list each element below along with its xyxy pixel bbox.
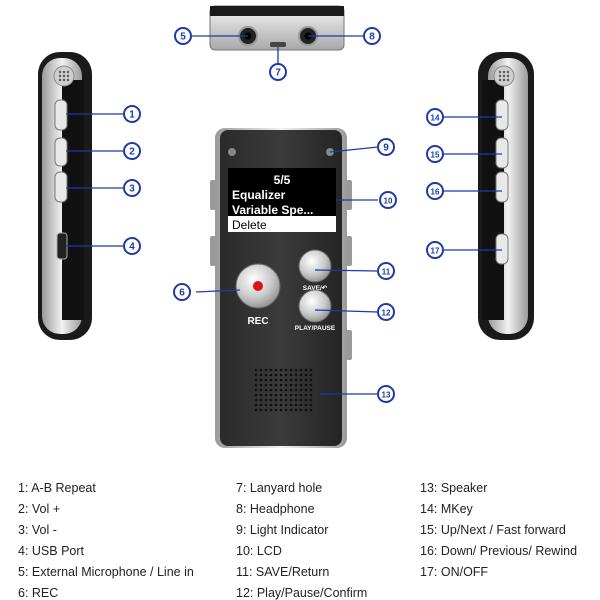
rec-label: REC: [247, 316, 268, 327]
callout-number: 1: [129, 110, 135, 121]
callout-number: 9: [383, 143, 389, 154]
callout-badge-1: 1: [123, 105, 141, 123]
callout-number: 7: [275, 68, 281, 79]
callout-badge-16: 16: [426, 182, 444, 200]
lanyard-hole: [270, 42, 286, 47]
callout-badge-15: 15: [426, 145, 444, 163]
speaker-grille: [254, 368, 313, 412]
callout-badge-8: 8: [363, 27, 381, 45]
callout-number: 13: [382, 391, 391, 400]
callout-badge-11: 11: [377, 262, 395, 280]
callout-number: 3: [129, 184, 135, 195]
legend: 1: A-B Repeat 2: Vol + 3: Vol - 4: USB P…: [0, 474, 600, 600]
mkey-button: [495, 99, 509, 131]
legend-item: 9: Light Indicator: [236, 523, 329, 537]
vol-down-button: [54, 171, 68, 203]
legend-item: 5: External Microphone / Line in: [18, 565, 194, 579]
down-previous-button: [495, 171, 509, 203]
legend-item: 7: Lanyard hole: [236, 481, 323, 495]
legend-item: 17: ON/OFF: [420, 565, 489, 579]
callout-number: 5: [180, 32, 186, 43]
legend-item: 11: SAVE/Return: [236, 565, 330, 579]
callout-badge-4: 4: [123, 237, 141, 255]
legend-item: 8: Headphone: [236, 502, 315, 516]
callout-badge-14: 14: [426, 108, 444, 126]
play-label: PLAY/PAUSE: [295, 325, 336, 332]
power-switch: [495, 233, 509, 265]
legend-item: 13: Speaker: [420, 481, 488, 495]
callout-number: 12: [382, 309, 391, 318]
callout-number: 14: [431, 114, 440, 123]
leader-lines: [66, 35, 502, 395]
lcd-line-4: Delete: [232, 218, 267, 232]
vol-up-button: [54, 137, 68, 167]
legend-item: 16: Down/ Previous/ Rewind: [420, 544, 578, 558]
callout-number: 2: [129, 147, 135, 158]
legend-item: 15: Up/Next / Fast forward: [420, 523, 566, 537]
top-view: [209, 5, 345, 51]
legend-item: 1: A-B Repeat: [18, 481, 96, 495]
rec-dot-icon: [253, 281, 263, 291]
callout-badge-3: 3: [123, 179, 141, 197]
lcd-highlight-row: [228, 216, 336, 232]
callout-number: 10: [384, 197, 393, 206]
up-next-button: [495, 137, 509, 169]
legend-item: 2: Vol +: [18, 502, 61, 516]
callout-badge-5: 5: [174, 27, 192, 45]
callout-badge-13: 13: [377, 385, 395, 403]
indicator-light-icon: [228, 148, 236, 156]
callout-badge-17: 17: [426, 241, 444, 259]
legend-item: 14: MKey: [420, 502, 473, 516]
ab-repeat-button: [54, 99, 68, 131]
usb-port: [56, 232, 68, 260]
legend-item: 3: Vol -: [18, 523, 57, 537]
legend-item: 6: REC: [18, 586, 59, 600]
legend-item: 4: USB Port: [18, 544, 84, 558]
save-return-button: [298, 249, 332, 283]
recorder-diagram: 5/5 Equalizer Variable Spe... Delete REC…: [38, 5, 534, 448]
callout-badge-6: 6: [173, 283, 191, 301]
callout-badge-9: 9: [377, 138, 395, 156]
callout-number: 6: [179, 288, 185, 299]
callout-number: 15: [431, 151, 440, 160]
callout-badge-10: 10: [379, 191, 397, 209]
callout-badge-12: 12: [377, 303, 395, 321]
callout-badge-2: 2: [123, 142, 141, 160]
legend-item: 12: Play/Pause/Confirm: [236, 586, 368, 600]
callout-number: 4: [129, 242, 135, 253]
callout-number: 17: [431, 247, 440, 256]
callout-badge-7: 7: [269, 63, 287, 81]
legend-item: 10: LCD: [236, 544, 282, 558]
right-side-view: [478, 52, 534, 340]
play-pause-button: [298, 289, 332, 323]
lcd-line-1: 5/5: [274, 173, 291, 187]
callout-number: 16: [431, 188, 440, 197]
callout-number: 11: [382, 268, 391, 277]
callout-number: 8: [369, 32, 375, 43]
front-view: 5/5 Equalizer Variable Spe... Delete REC…: [210, 128, 352, 448]
left-side-view: [38, 52, 92, 340]
save-label: SAVE/↶: [303, 285, 328, 292]
lcd-line-3: Variable Spe...: [232, 203, 313, 217]
lcd-line-2: Equalizer: [232, 188, 286, 202]
